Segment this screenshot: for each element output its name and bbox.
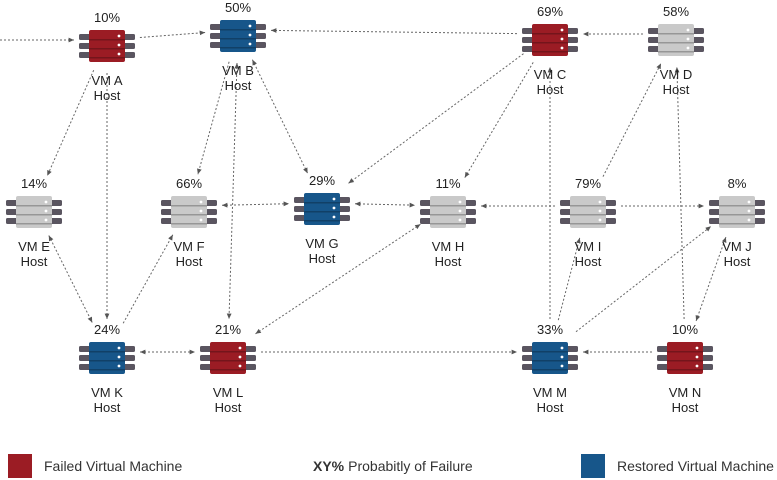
host-label: Host xyxy=(662,82,690,97)
host-label: Host xyxy=(434,254,462,269)
failure-probability: 14% xyxy=(20,176,48,191)
server-icon xyxy=(626,23,726,62)
vm-name: VM L xyxy=(212,385,244,400)
server-icon xyxy=(0,195,84,234)
server-icon xyxy=(272,192,372,231)
legend-restored-label: Restored Virtual Machine xyxy=(617,458,774,474)
host-label: Host xyxy=(723,254,751,269)
failure-probability: 58% xyxy=(662,4,690,19)
edge-a-b xyxy=(139,30,206,38)
restored-swatch xyxy=(581,454,605,478)
failure-probability: 10% xyxy=(93,10,121,25)
host-label: Host xyxy=(224,78,252,93)
host-label: Host xyxy=(536,400,564,415)
edge-c-g xyxy=(348,53,524,184)
failure-probability: 33% xyxy=(536,322,564,337)
server-icon xyxy=(500,341,600,380)
server-icon xyxy=(538,195,638,234)
failure-probability: 66% xyxy=(175,176,203,191)
vm-name: VM A xyxy=(91,73,123,88)
failed-swatch xyxy=(8,454,32,478)
server-icon xyxy=(500,23,600,62)
legend-probability-key: XY% xyxy=(313,458,345,474)
failure-probability: 21% xyxy=(214,322,242,337)
vm-name: VM M xyxy=(533,385,567,400)
server-icon xyxy=(188,19,288,58)
host-label: Host xyxy=(93,400,121,415)
failure-probability: 29% xyxy=(308,173,336,188)
legend-restored: Restored Virtual Machine xyxy=(581,454,774,478)
edge-i-d xyxy=(602,63,662,177)
edge-n-d xyxy=(674,66,685,320)
edge-e-k xyxy=(48,235,93,323)
failure-probability: 79% xyxy=(574,176,602,191)
edge-m-j xyxy=(575,225,712,333)
host-label: Host xyxy=(574,254,602,269)
vm-name: VM E xyxy=(18,239,50,254)
failure-probability: 8% xyxy=(727,176,747,191)
server-icon xyxy=(57,341,157,380)
vm-name: VM J xyxy=(722,239,752,254)
failure-probability: 69% xyxy=(536,4,564,19)
server-icon xyxy=(57,29,157,68)
host-label: Host xyxy=(93,88,121,103)
edge-f-g xyxy=(221,201,290,208)
server-icon xyxy=(635,341,735,380)
vm-name: VM N xyxy=(668,385,702,400)
edge-k-f xyxy=(122,234,174,324)
host-label: Host xyxy=(20,254,48,269)
vm-name: VM K xyxy=(91,385,123,400)
legend-probability-label: Probabitly of Failure xyxy=(348,458,473,474)
legend-failed-label: Failed Virtual Machine xyxy=(44,458,183,474)
vm-name: VM G xyxy=(305,236,339,251)
host-label: Host xyxy=(308,251,336,266)
edge-b-f xyxy=(197,61,230,175)
server-icon xyxy=(687,195,777,234)
vm-name: VM C xyxy=(533,67,567,82)
vm-name: VM I xyxy=(574,239,602,254)
host-label: Host xyxy=(175,254,203,269)
vm-name: VM D xyxy=(659,67,693,82)
server-icon xyxy=(139,195,239,234)
failure-probability: 24% xyxy=(93,322,121,337)
vm-name: VM F xyxy=(173,239,205,254)
host-label: Host xyxy=(671,400,699,415)
failure-probability: 50% xyxy=(224,0,252,15)
vm-name: VM B xyxy=(222,63,254,78)
server-icon xyxy=(178,341,278,380)
failure-probability: 11% xyxy=(435,176,461,191)
vm-name: VM H xyxy=(431,239,465,254)
host-label: Host xyxy=(536,82,564,97)
edge-b-l xyxy=(226,62,240,320)
failure-probability: 10% xyxy=(671,322,699,337)
edge-b-g xyxy=(251,59,309,174)
edge-n-j xyxy=(695,236,727,322)
edge-c-b xyxy=(270,28,518,35)
edge-l-h xyxy=(255,223,421,335)
edge-a-e xyxy=(46,69,95,177)
legend-probability: XY% Probabitly of Failure xyxy=(313,454,473,478)
host-label: Host xyxy=(214,400,242,415)
legend-failed: Failed Virtual Machine xyxy=(8,454,182,478)
server-icon xyxy=(398,195,498,234)
